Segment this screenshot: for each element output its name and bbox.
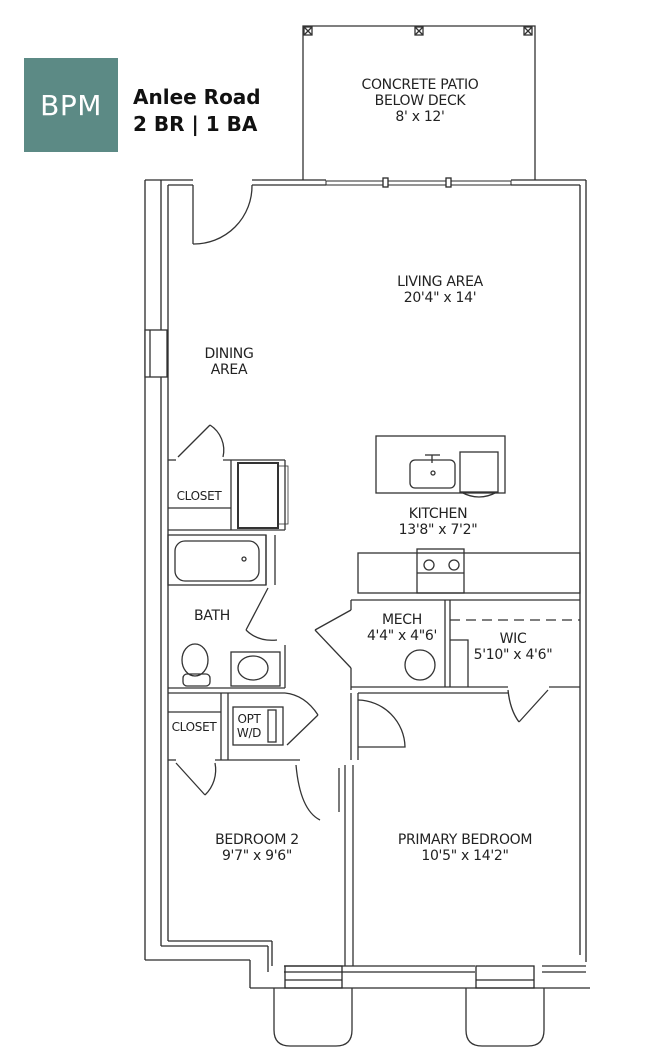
- water-heater-icon: [404, 649, 436, 681]
- room-label-living: LIVING AREA 20'4" x 14': [397, 274, 483, 306]
- sink-icon: [409, 459, 456, 489]
- refrigerator-icon: [237, 462, 279, 529]
- room-label-wic: WIC 5'10" x 4'6": [473, 631, 553, 663]
- dining-window: [144, 329, 168, 378]
- brand-logo: BPM: [24, 58, 118, 152]
- bedroom-walls: [338, 693, 406, 966]
- room-label-bath: BATH: [194, 608, 230, 624]
- room-label-bedroom2: BEDROOM 2 9'7" x 9'6": [215, 832, 299, 864]
- bathtub-icon: [174, 540, 260, 582]
- entry-door: [192, 184, 253, 245]
- room-label-wd: OPT W/D: [236, 712, 262, 740]
- patio-outline: [302, 25, 536, 180]
- post-icon: [523, 26, 533, 36]
- upper-closet: [168, 424, 289, 531]
- range-icon: [416, 548, 465, 594]
- brand-logo-text: BPM: [40, 88, 102, 122]
- room-label-primary: PRIMARY BEDROOM 10'5" x 14'2": [397, 832, 533, 864]
- unit-type: 2 BR | 1 BA: [133, 112, 258, 136]
- window-well: [273, 988, 353, 1047]
- room-label-kitchen: KITCHEN 13'8" x 7'2": [398, 506, 478, 538]
- property-name: Anlee Road: [133, 85, 261, 109]
- lower-closet-wd: [168, 692, 321, 821]
- bath-sink-icon: [237, 655, 269, 681]
- kitchen-island: [375, 435, 506, 498]
- post-icon: [414, 26, 424, 36]
- kitchen-counter: [357, 548, 581, 594]
- room-label-closet-lower: CLOSET: [171, 720, 217, 734]
- plan-title: Anlee Road 2 BR | 1 BA: [133, 84, 261, 138]
- washer-dryer-icon: [232, 706, 284, 746]
- bath: [167, 534, 286, 689]
- room-label-mech: MECH 4'4" x 4"6': [366, 612, 438, 644]
- toilet-icon: [181, 643, 211, 687]
- window-well: [465, 988, 545, 1047]
- mech-wic: [314, 599, 580, 723]
- post-icon: [303, 26, 313, 36]
- room-label-closet-upper: CLOSET: [176, 489, 222, 503]
- room-label-patio: CONCRETE PATIO BELOW DECK 8' x 12': [361, 77, 479, 125]
- room-label-dining: DINING AREA: [204, 346, 254, 378]
- exterior-walls: [144, 177, 590, 989]
- vanity-icon: [230, 651, 281, 687]
- dishwasher-icon: [459, 451, 499, 493]
